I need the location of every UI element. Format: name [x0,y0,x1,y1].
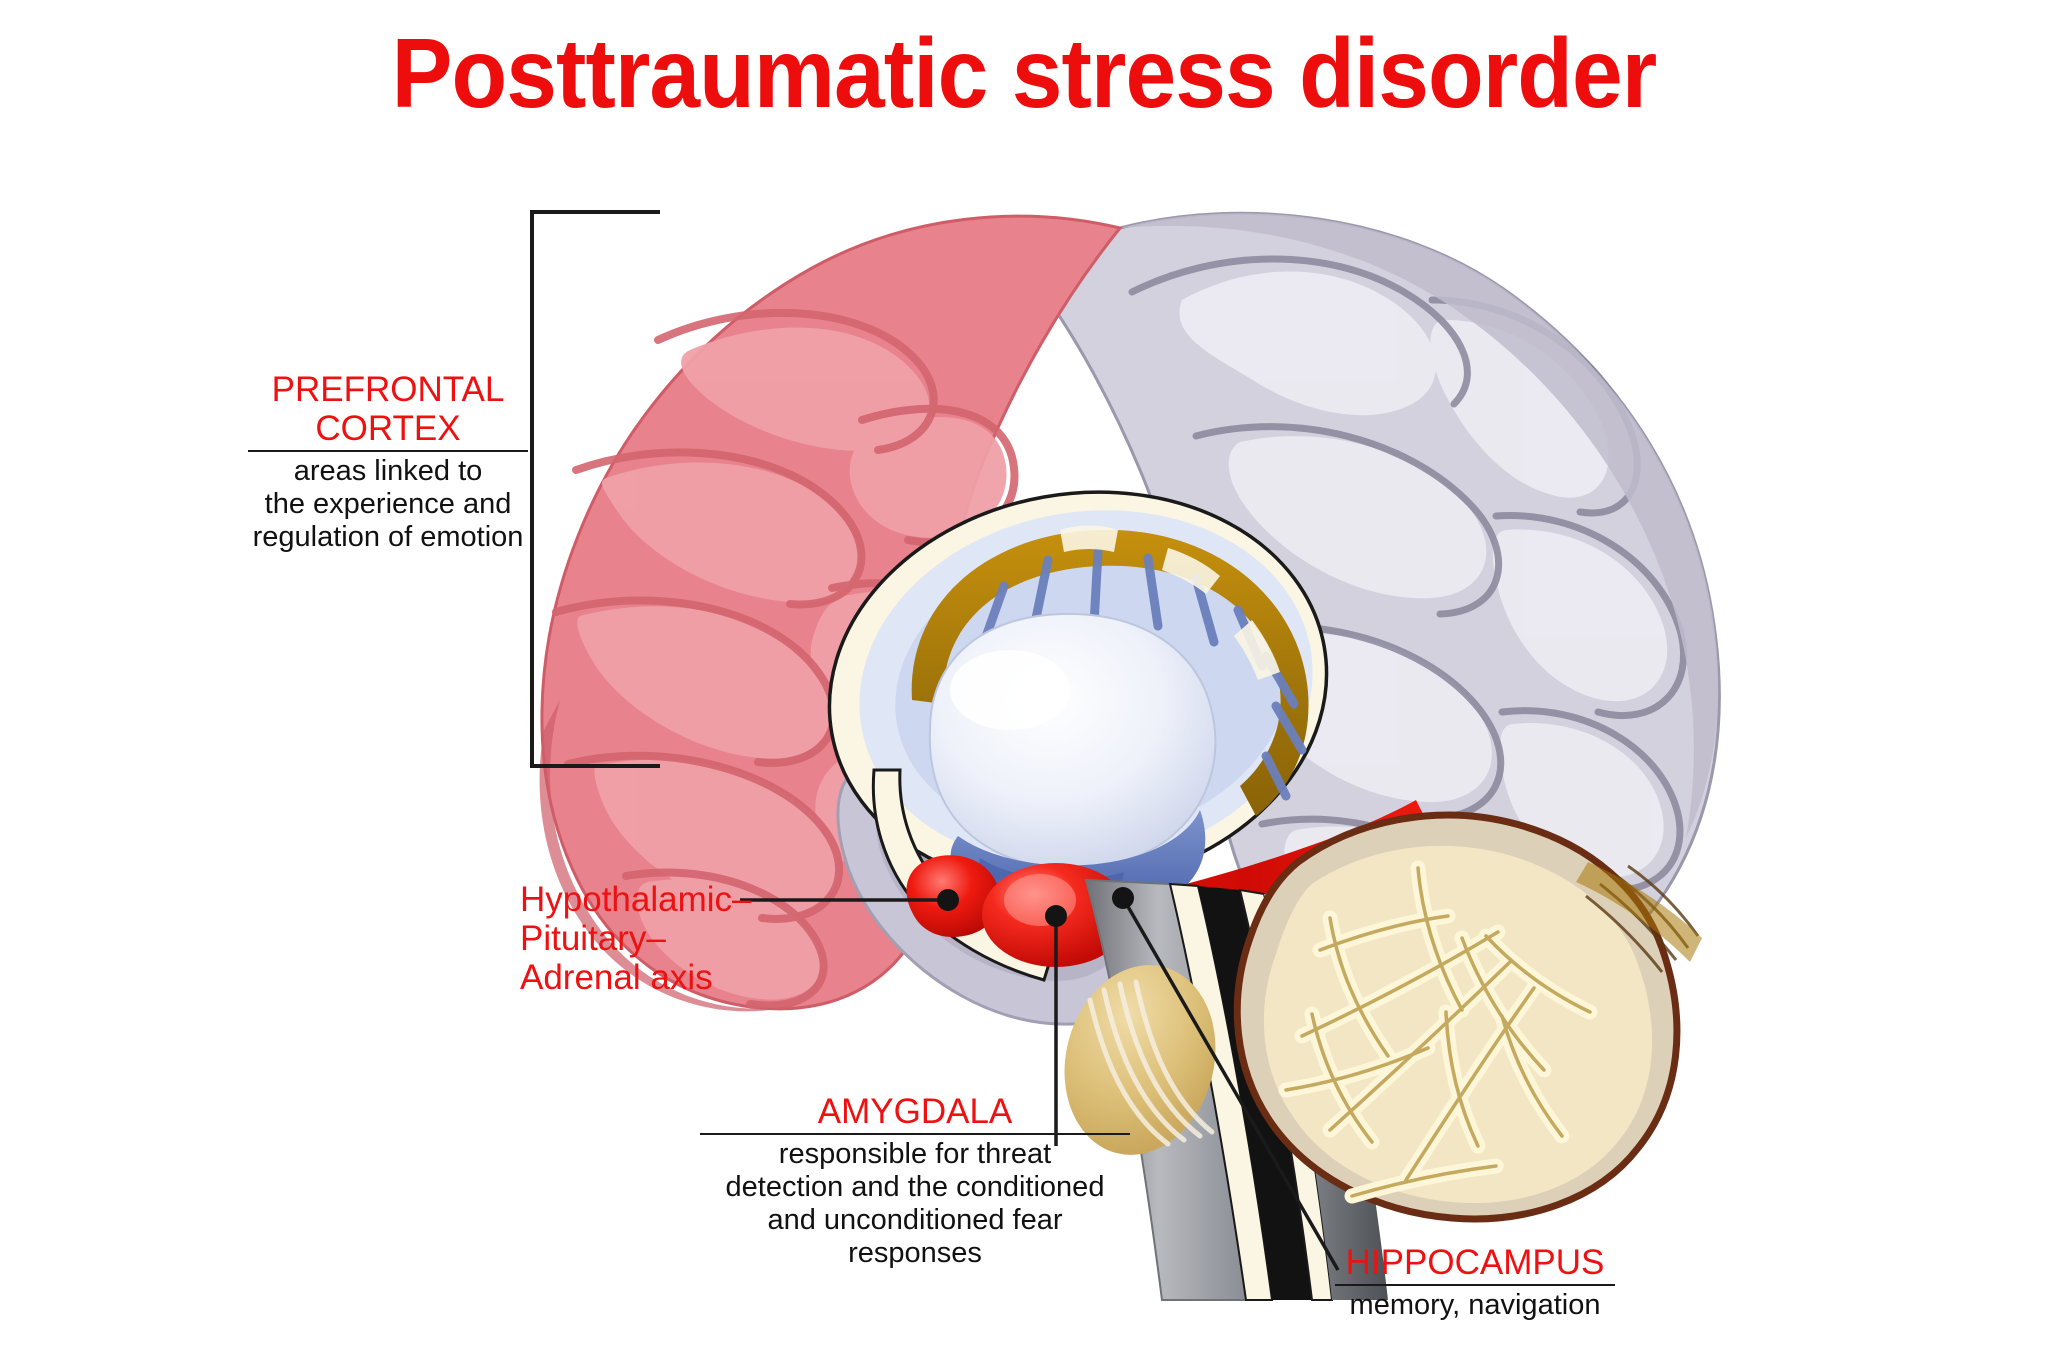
callout-amygdala: AMYGDALA responsible for threat detectio… [700,1092,1130,1270]
amygdala-rule [700,1133,1130,1135]
hpa-axis-heading: Hypothalamic– Pituitary– Adrenal axis [520,880,752,997]
callout-connectors [530,210,1340,1271]
amygdala-description: responsible for threat detection and the… [725,1138,1105,1269]
prefrontal-cortex-bracket [530,210,660,768]
prefrontal-cortex-heading: PREFRONTAL CORTEX [271,370,505,448]
prefrontal-cortex-description: areas linked to the experience and regul… [252,455,524,553]
callout-hippocampus: HIPPOCAMPUS memory, navigation [1335,1243,1615,1322]
thalamus [928,612,1217,870]
prefrontal-cortex-rule [248,450,528,452]
hippocampus-leader [1112,887,1340,1271]
amygdala-heading: AMYGDALA [817,1092,1013,1131]
hippocampus-heading: HIPPOCAMPUS [1345,1243,1605,1282]
hippocampus-description: memory, navigation [1349,1289,1601,1321]
cerebellum [1233,811,1702,1223]
callout-prefrontal-cortex: PREFRONTAL CORTEX areas linked to the ex… [248,370,528,554]
callout-hpa-axis: Hypothalamic– Pituitary– Adrenal axis [520,880,752,997]
hpa-axis-leader [740,889,959,911]
amygdala-leader [1045,905,1067,1146]
hippocampus-rule [1335,1284,1615,1286]
page-title: Posttraumatic stress disorder [391,18,1658,128]
